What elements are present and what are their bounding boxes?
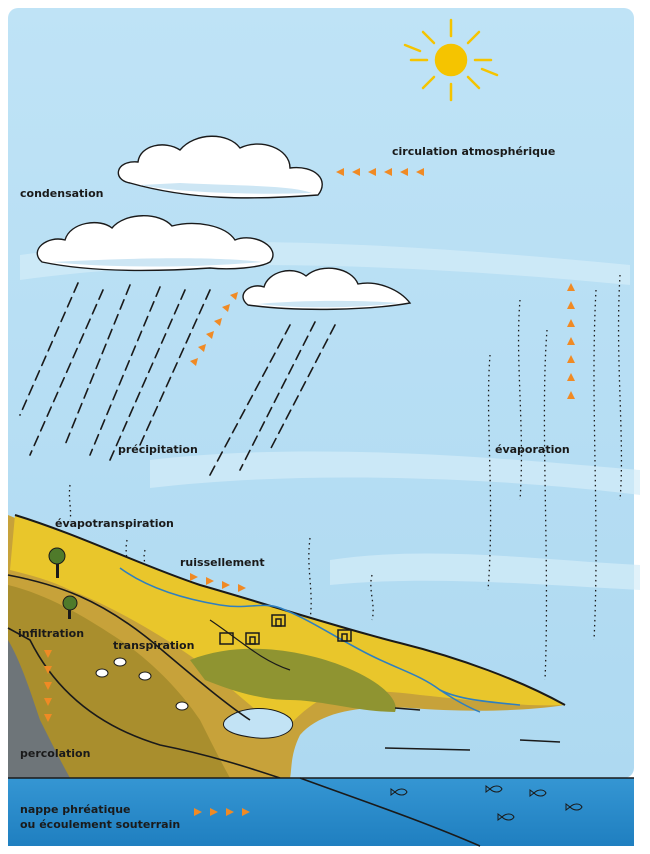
- fish-icon: [390, 785, 583, 821]
- label-condensation: condensation: [20, 187, 104, 200]
- label-precipitation: précipitation: [118, 443, 198, 456]
- rain-streaks: [19, 282, 336, 476]
- grass-green: [190, 648, 396, 712]
- river: [119, 567, 521, 706]
- label-percolation: percolation: [20, 747, 91, 760]
- label-nappe-line2: ou écoulement souterrain: [20, 818, 181, 831]
- label-circulation: circulation atmosphérique: [392, 145, 556, 158]
- label-transpiration: transpiration: [113, 639, 195, 652]
- land: [7, 514, 566, 779]
- label-ruissellement: ruissellement: [180, 556, 265, 569]
- sun-icon: [403, 18, 499, 102]
- flow-arrows: [44, 168, 575, 816]
- house-icon: [219, 614, 352, 645]
- lake: [223, 708, 293, 739]
- label-infiltration: infiltration: [18, 627, 85, 640]
- sheep-icon: [95, 657, 189, 711]
- tree-icon: [48, 547, 78, 619]
- soil-yellow: [10, 515, 565, 735]
- shore-lines: [384, 707, 561, 751]
- cloud-shading: [52, 183, 400, 308]
- label-nappe-line1: nappe phréatique: [20, 803, 131, 816]
- cloud-icon: [36, 135, 412, 311]
- label-evaporation: évaporation: [495, 443, 570, 456]
- label-evapotranspiration: évapotranspiration: [55, 517, 174, 530]
